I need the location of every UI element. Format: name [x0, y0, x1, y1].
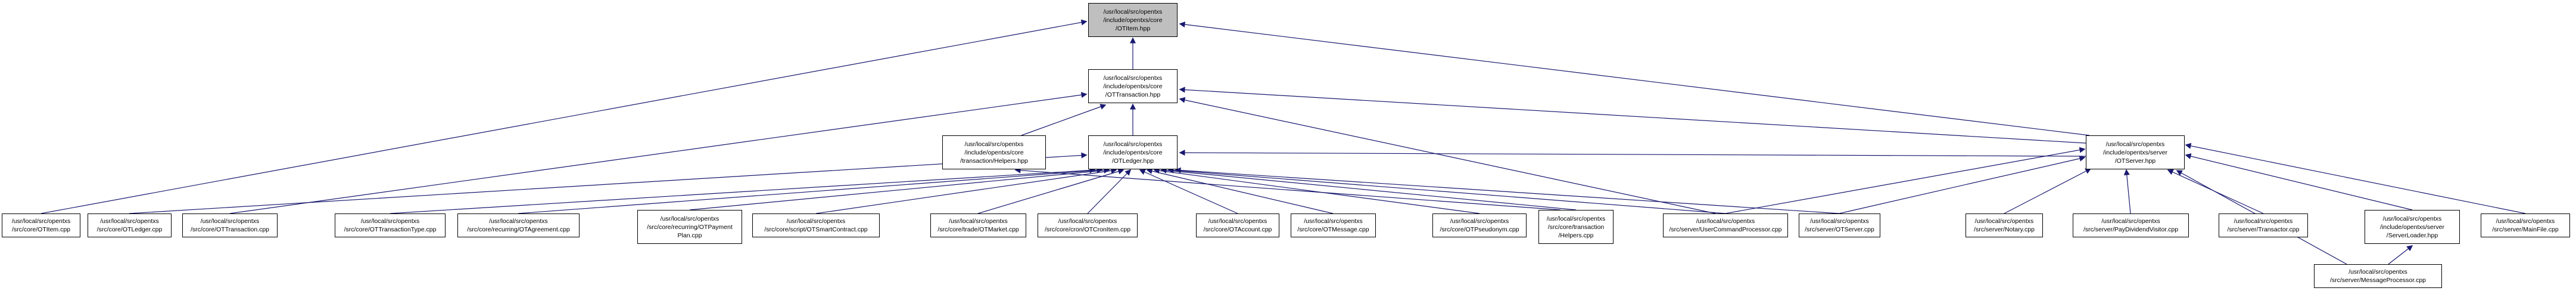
edge-helpers-hpp-to-ottransaction: [1021, 104, 1107, 136]
node-messageprocessor-cpp[interactable]: /usr/local/src/opentxs /src/server/Messa…: [2314, 264, 2442, 288]
edge-otmessage-cpp-to-otledger: [1146, 168, 1334, 214]
node-otaccount-cpp[interactable]: /usr/local/src/opentxs /src/core/OTAccou…: [1196, 213, 1279, 237]
edge-otserver-hpp-to-ottransaction: [1179, 86, 2086, 144]
edge-otserver-hpp-to-otledger: [1179, 150, 2086, 157]
node-otmarket-cpp[interactable]: /usr/local/src/opentxs /src/core/trade/O…: [930, 213, 1026, 237]
node-usercommandprocessor-cpp[interactable]: /usr/local/src/opentxs /src/server/UserC…: [1663, 213, 1788, 237]
node-otserver-hpp[interactable]: /usr/local/src/opentxs /include/opentxs/…: [2086, 135, 2185, 169]
edge-otmarket-cpp-to-otledger: [977, 168, 1125, 214]
edge-otpaymentplan-cpp-to-otledger: [689, 167, 1110, 211]
node-notary-cpp[interactable]: /usr/local/src/opentxs /src/server/Notar…: [1966, 213, 2043, 237]
node-otmessage-cpp[interactable]: /usr/local/src/opentxs /src/core/OTMessa…: [1291, 213, 1376, 237]
edge-transactor-cpp-to-otserver-hpp: [2167, 169, 2264, 214]
node-paydividendvisitor-cpp[interactable]: /usr/local/src/opentxs /src/server/PayDi…: [2073, 213, 2189, 237]
node-ottransaction-hpp[interactable]: /usr/local/src/opentxs /include/opentxs/…: [1088, 69, 1178, 103]
edge-messageprocessor-cpp-to-serverloader-hpp: [2388, 245, 2413, 265]
edge-otaccount-cpp-to-otledger: [1139, 169, 1238, 214]
edge-helpers-cpp-to-helpers-hpp: [1014, 167, 1561, 211]
edge-otcronitem-cpp-to-otledger: [1087, 169, 1132, 214]
node-otcronitem-cpp[interactable]: /usr/local/src/opentxs /src/core/cron/OT…: [1038, 213, 1138, 237]
node-transaction-helpers-hpp[interactable]: /usr/local/src/opentxs /include/opentxs/…: [942, 135, 1046, 169]
edge-otitem-cpp-to-otitem: [41, 19, 1088, 214]
node-otsmartcontract-cpp[interactable]: /usr/local/src/opentxs /src/core/script/…: [752, 213, 880, 237]
edge-usercommandprocessor-cpp-to-otledger: [1167, 167, 1726, 214]
edge-otserver-cpp-to-otserver-hpp: [1839, 156, 2086, 214]
edge-helpers-cpp-to-otledger: [1160, 167, 1577, 211]
node-ottransaction-cpp[interactable]: /usr/local/src/opentxs /src/core/OTTrans…: [182, 213, 278, 237]
node-otagreement-cpp[interactable]: /usr/local/src/opentxs /src/core/recurri…: [457, 213, 580, 237]
edge-otserver-hpp-to-otitem: [1179, 21, 2090, 136]
edge-otserver-cpp-to-otledger: [1175, 167, 1840, 214]
node-otledger-cpp[interactable]: /usr/local/src/opentxs /src/core/OTLedge…: [88, 213, 172, 237]
edge-otpseudonym-cpp-to-otledger: [1153, 168, 1480, 214]
edge-usercommandprocessor-cpp-to-otserver-hpp: [1725, 147, 2086, 214]
node-otserver-cpp[interactable]: /usr/local/src/opentxs /src/server/OTSer…: [1799, 213, 1880, 237]
node-otpseudonym-cpp[interactable]: /usr/local/src/opentxs /src/core/OTPseud…: [1432, 213, 1527, 237]
edge-paydividendvisitor-cpp-to-otserver-hpp: [2123, 169, 2131, 214]
node-ottransactiontype-cpp[interactable]: /usr/local/src/opentxs /src/core/OTTrans…: [335, 213, 446, 237]
edge-mainfile-cpp-to-otserver-hpp: [2185, 143, 2526, 214]
edge-otagreement-cpp-to-otledger: [518, 167, 1103, 214]
node-otpaymentplan-cpp[interactable]: /usr/local/src/opentxs /src/core/recurri…: [637, 210, 742, 244]
node-serverloader-hpp[interactable]: /usr/local/src/opentxs /include/opentxs/…: [2365, 210, 2460, 244]
edge-otsmartcontract-cpp-to-otledger: [815, 168, 1117, 214]
node-transactor-cpp[interactable]: /usr/local/src/opentxs /src/server/Trans…: [2219, 213, 2308, 237]
edge-notary-cpp-to-otserver-hpp: [2004, 168, 2092, 214]
node-mainfile-cpp[interactable]: /usr/local/src/opentxs /src/server/MainF…: [2481, 213, 2570, 237]
node-transaction-helpers-cpp[interactable]: /usr/local/src/opentxs /src/core/transac…: [1538, 210, 1613, 244]
node-otitem-hpp[interactable]: /usr/local/src/opentxs /include/opentxs/…: [1088, 3, 1178, 37]
node-otledger-hpp[interactable]: /usr/local/src/opentxs /include/opentxs/…: [1088, 135, 1178, 169]
edge-usercommandprocessor-cpp-to-ottransaction: [1179, 97, 1716, 214]
node-otitem-cpp[interactable]: /usr/local/src/opentxs /src/core/OTItem.…: [2, 213, 80, 237]
edge-serverloader-hpp-to-otserver-hpp: [2185, 153, 2413, 211]
edge-ottransactiontype-cpp-to-otledger: [390, 167, 1096, 214]
